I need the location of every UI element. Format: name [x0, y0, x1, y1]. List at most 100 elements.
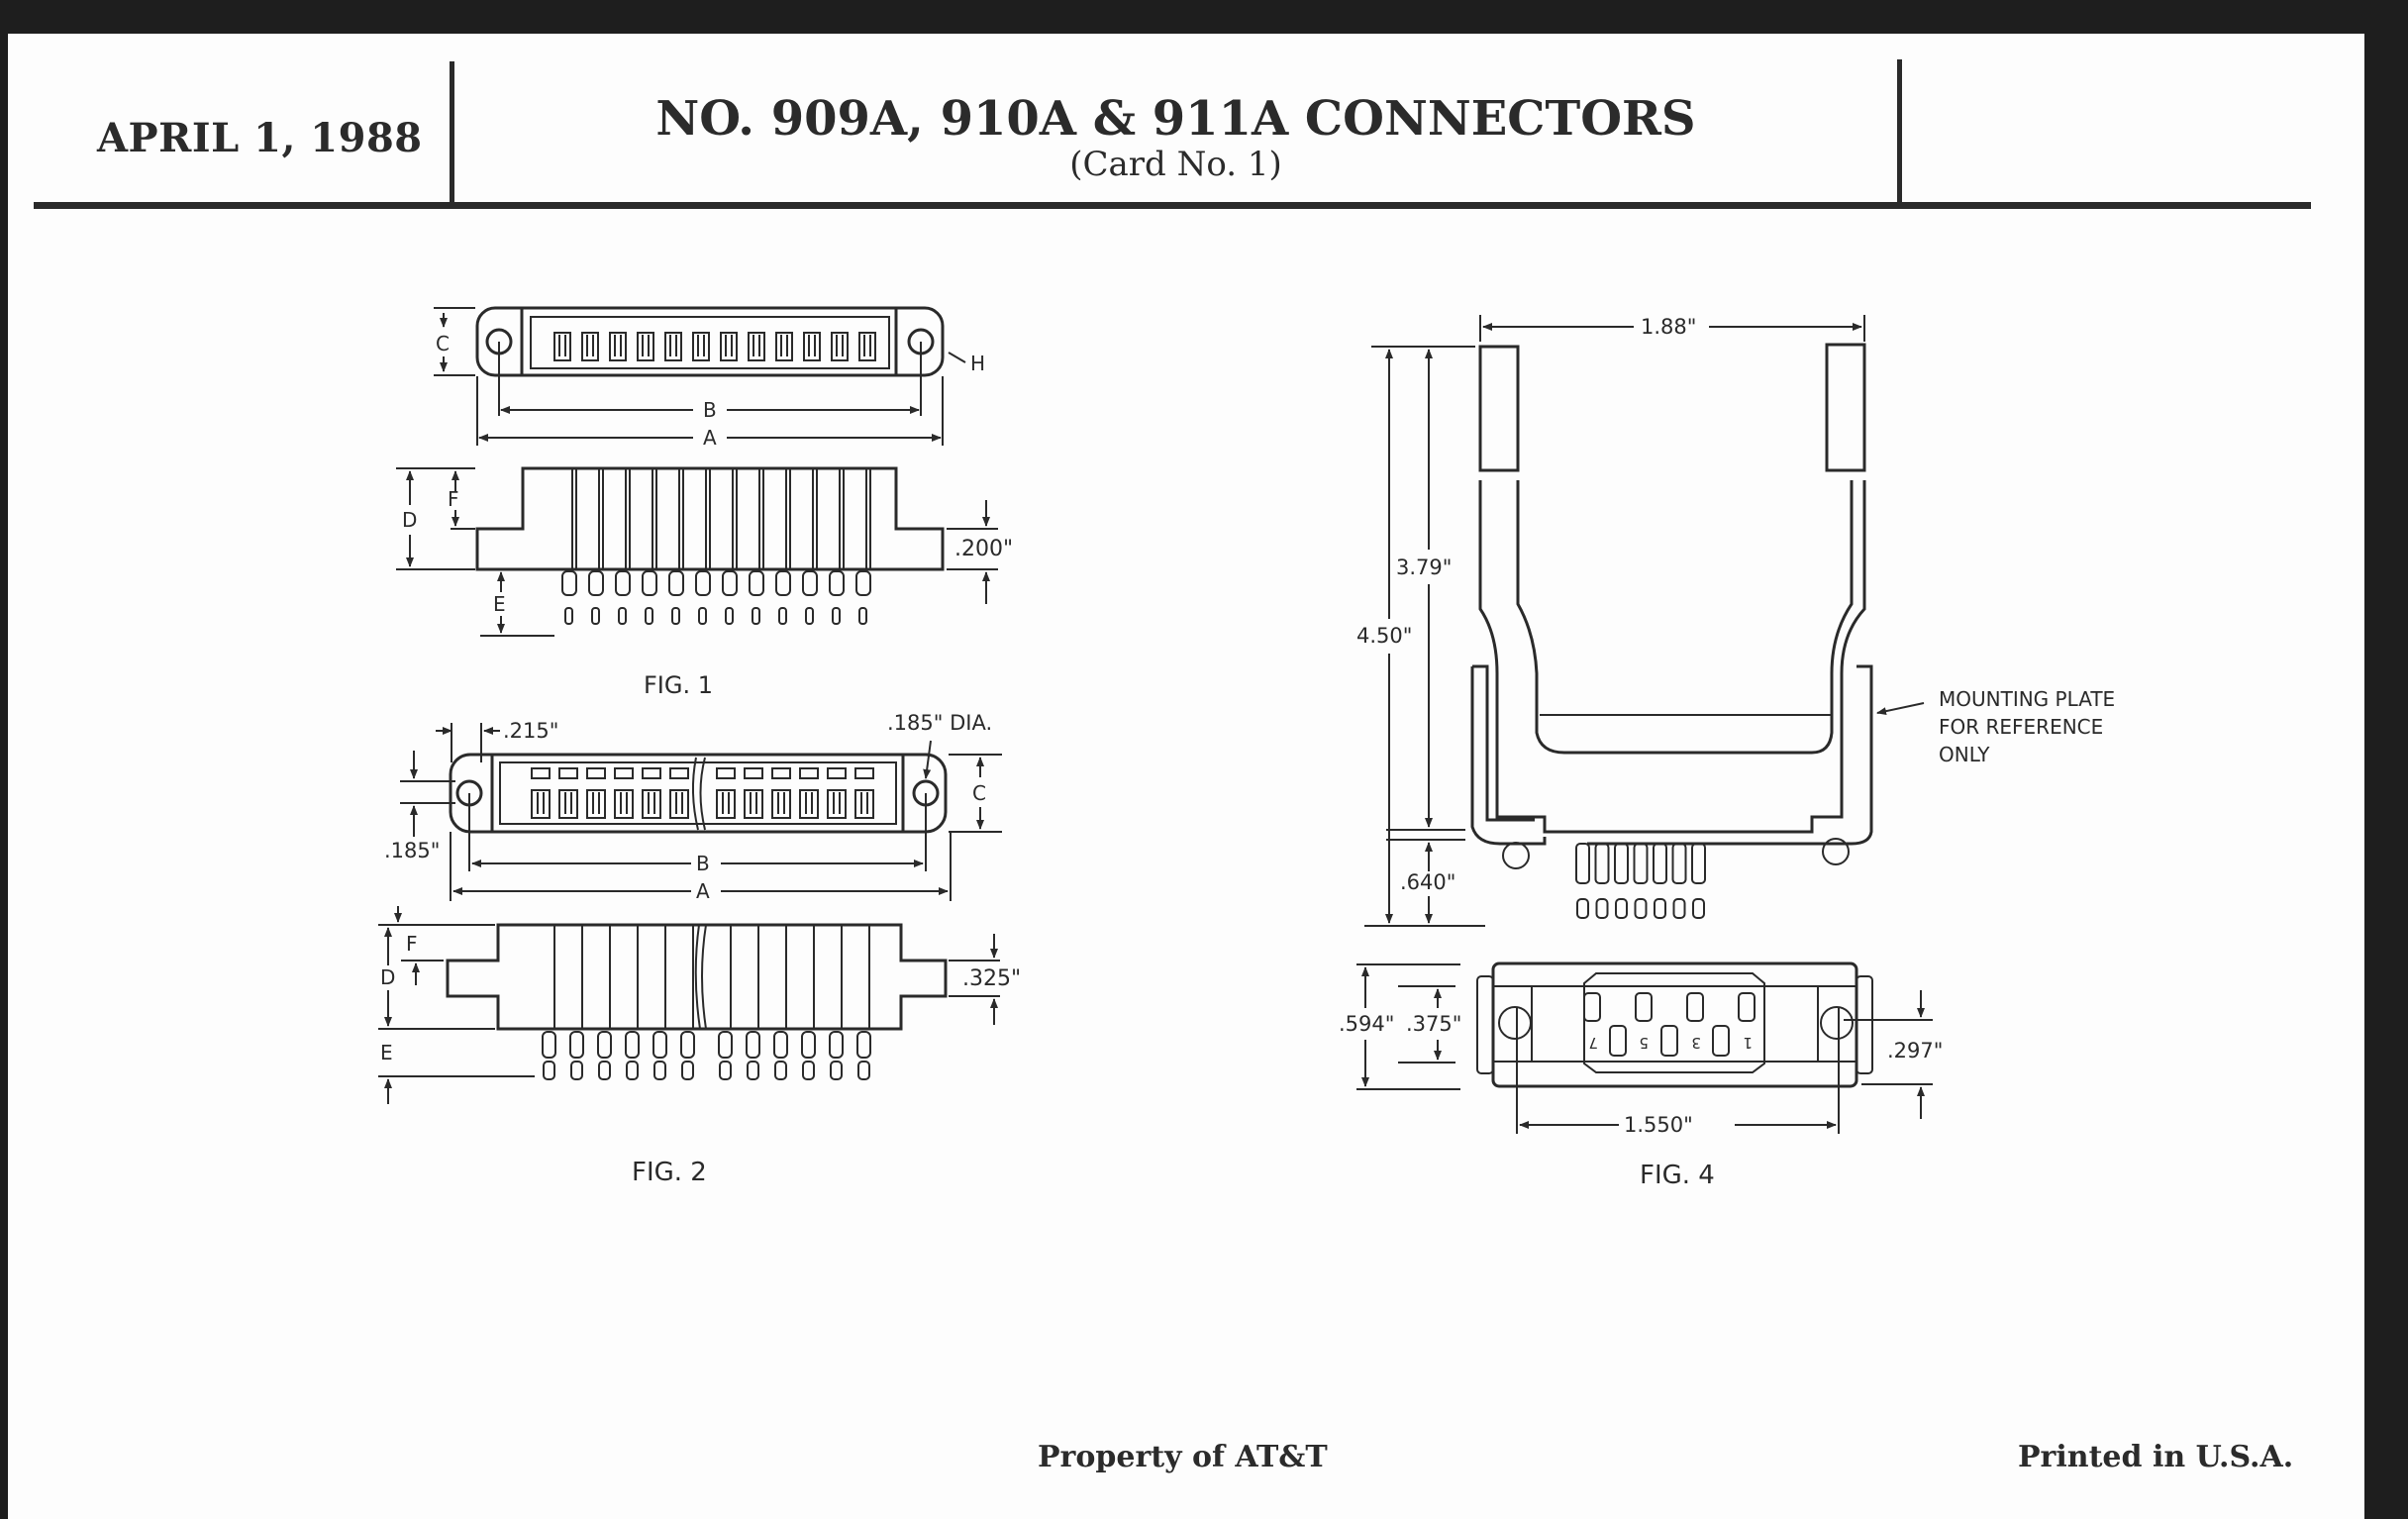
contact-cap [531, 767, 551, 779]
contact-slot [827, 789, 847, 819]
terminal-pin [1594, 843, 1610, 884]
terminal-pin [642, 570, 657, 596]
fig4-pin-number: 5 [1639, 1034, 1649, 1052]
contact-slot [531, 789, 551, 819]
terminal-pin [801, 1031, 816, 1059]
terminal-pin [569, 1031, 584, 1059]
fig4-note-line2: FOR REFERENCE [1939, 715, 2103, 739]
contact-slot [744, 789, 763, 819]
contact-slot [831, 332, 849, 361]
terminal-tip [1615, 898, 1628, 919]
fig4-caption: FIG. 4 [1640, 1161, 1715, 1190]
fig2-dimensions-top: .215" .185" DIA. .185" C B A [384, 711, 1002, 903]
contact-slot [553, 332, 571, 361]
contact-lower [1609, 1025, 1627, 1057]
contact-cap [614, 767, 634, 779]
terminal-pin [695, 570, 711, 596]
fig2-dim-hole-height: .185" [384, 839, 440, 862]
terminal-tip [543, 1061, 555, 1080]
fig4-pin-number: 3 [1691, 1034, 1701, 1052]
fig2-label-d: D [380, 965, 395, 989]
fig2-top-view [449, 753, 948, 834]
fig4-note-line1: MOUNTING PLATE [1939, 687, 2115, 711]
fig1-label-c: C [436, 332, 450, 355]
fig1-label-b: B [703, 398, 717, 422]
terminal-tip [747, 1061, 759, 1080]
fig1-dim-flange: .200" [954, 537, 1013, 561]
fig4-note-line3: ONLY [1939, 743, 1990, 766]
contact-cap [669, 767, 689, 779]
contact-lower [1660, 1025, 1678, 1057]
terminal-tip [1576, 898, 1589, 919]
terminal-pin [615, 570, 631, 596]
contact-slot [642, 789, 661, 819]
contact-cap [771, 767, 791, 779]
terminal-tip [778, 607, 787, 625]
terminal-tip [1654, 898, 1666, 919]
contact-slot [609, 332, 627, 361]
fig4-pin-number: 1 [1743, 1034, 1753, 1052]
contact-slot [771, 789, 791, 819]
terminal-tip [671, 607, 680, 625]
contact-slot [586, 789, 606, 819]
contact-cap [586, 767, 606, 779]
fig1-caption: FIG. 1 [644, 671, 713, 699]
terminal-tip [858, 607, 867, 625]
terminal-tip [774, 1061, 787, 1080]
terminal-pin [1614, 843, 1629, 884]
contact-upper [1686, 992, 1704, 1022]
contact-upper [1738, 992, 1756, 1022]
contact-upper [1583, 992, 1601, 1022]
fig1-label-f: F [448, 487, 459, 511]
terminal-tip [626, 1061, 639, 1080]
fig1-label-e: E [493, 592, 506, 616]
contact-slot [858, 332, 876, 361]
terminal-tip [1692, 898, 1705, 919]
contact-slot [716, 789, 736, 819]
contact-cap [854, 767, 874, 779]
footer-property: Property of AT&T [1038, 1440, 1328, 1474]
contact-slot [581, 332, 599, 361]
fig4-dim-width: 1.88" [1641, 315, 1696, 339]
fig1-dimensions-side: D F E .200" [396, 467, 1013, 637]
fig4-dimensions-side: 1.88" 3.79" 4.50" .640" MOUNTING PLATE F… [1356, 315, 2115, 927]
fig4-dim-pin: .640" [1400, 870, 1455, 894]
terminal-tip [618, 607, 627, 625]
terminal-tip [591, 607, 600, 625]
terminal-pin [775, 570, 791, 596]
contact-slot [854, 789, 874, 819]
fig2-label-a: A [696, 879, 710, 903]
document-page: APRIL 1, 1988 NO. 909A, 910A & 911A CONN… [8, 34, 2364, 1519]
fig4-dim-screw-spacing: 1.550" [1624, 1113, 1693, 1137]
terminal-pin [1691, 843, 1706, 884]
fig1-label-d: D [402, 508, 417, 532]
fig2-dim-hole-offset: .215" [503, 719, 558, 743]
contact-cap [558, 767, 578, 779]
contact-cap [716, 767, 736, 779]
fig4-dim-center: .297" [1887, 1039, 1943, 1063]
fig4-pin-number: 7 [1588, 1034, 1598, 1052]
header-divider-left [450, 61, 454, 206]
page-subtitle: (Card No. 1) [1069, 145, 1282, 184]
terminal-pin [588, 570, 604, 596]
header-divider-right [1897, 59, 1902, 206]
contact-slot [803, 332, 821, 361]
contact-slot [637, 332, 654, 361]
terminal-pin [1575, 843, 1590, 884]
fig2-caption: FIG. 2 [632, 1158, 707, 1187]
terminal-pin [1633, 843, 1649, 884]
terminal-pin [829, 570, 845, 596]
contact-cap [827, 767, 847, 779]
issue-date: APRIL 1, 1988 [97, 115, 423, 161]
contact-upper [1635, 992, 1653, 1022]
terminal-tip [598, 1061, 611, 1080]
terminal-pin [1671, 843, 1687, 884]
terminal-pin [829, 1031, 844, 1059]
terminal-tip [1672, 898, 1686, 919]
fig4-dim-inner-height: 3.79" [1396, 556, 1452, 579]
terminal-tip [564, 607, 573, 625]
terminal-pin [856, 1031, 871, 1059]
terminal-pin [773, 1031, 788, 1059]
fig4-dimensions-bottom: .594" .375" .297" 1.550" [1339, 963, 1943, 1137]
